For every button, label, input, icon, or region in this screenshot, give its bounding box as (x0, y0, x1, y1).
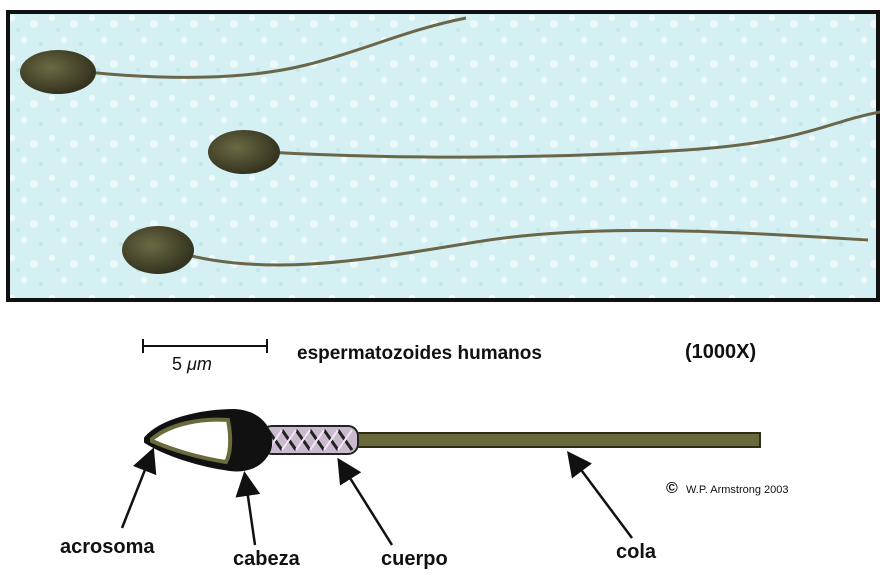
copyright-symbol: © (666, 480, 678, 498)
scale-bar (143, 339, 267, 353)
arrow-acrosoma (122, 452, 152, 528)
figure-title: espermatozoides humanos (297, 343, 542, 365)
arrow-cabeza (245, 476, 255, 545)
scale-bar-label: 5 μm (172, 354, 212, 375)
scale-bar-value: 5 (172, 354, 182, 374)
magnification-label: (1000X) (685, 341, 756, 364)
credit-text: W.P. Armstrong 2003 (686, 484, 789, 496)
label-cabeza: cabeza (233, 548, 300, 571)
diagram-tail (350, 433, 760, 447)
micrograph-panel (6, 10, 880, 302)
label-acrosoma: acrosoma (60, 536, 155, 559)
arrow-cuerpo (340, 462, 392, 545)
diagram-midpiece (262, 426, 358, 454)
arrow-cola (570, 455, 632, 538)
sperm-head (122, 226, 194, 274)
sperm-head (20, 50, 96, 94)
label-cola: cola (616, 541, 656, 564)
sperm-head (208, 130, 280, 174)
label-cuerpo: cuerpo (381, 548, 448, 571)
scale-bar-unit: μm (187, 354, 212, 374)
